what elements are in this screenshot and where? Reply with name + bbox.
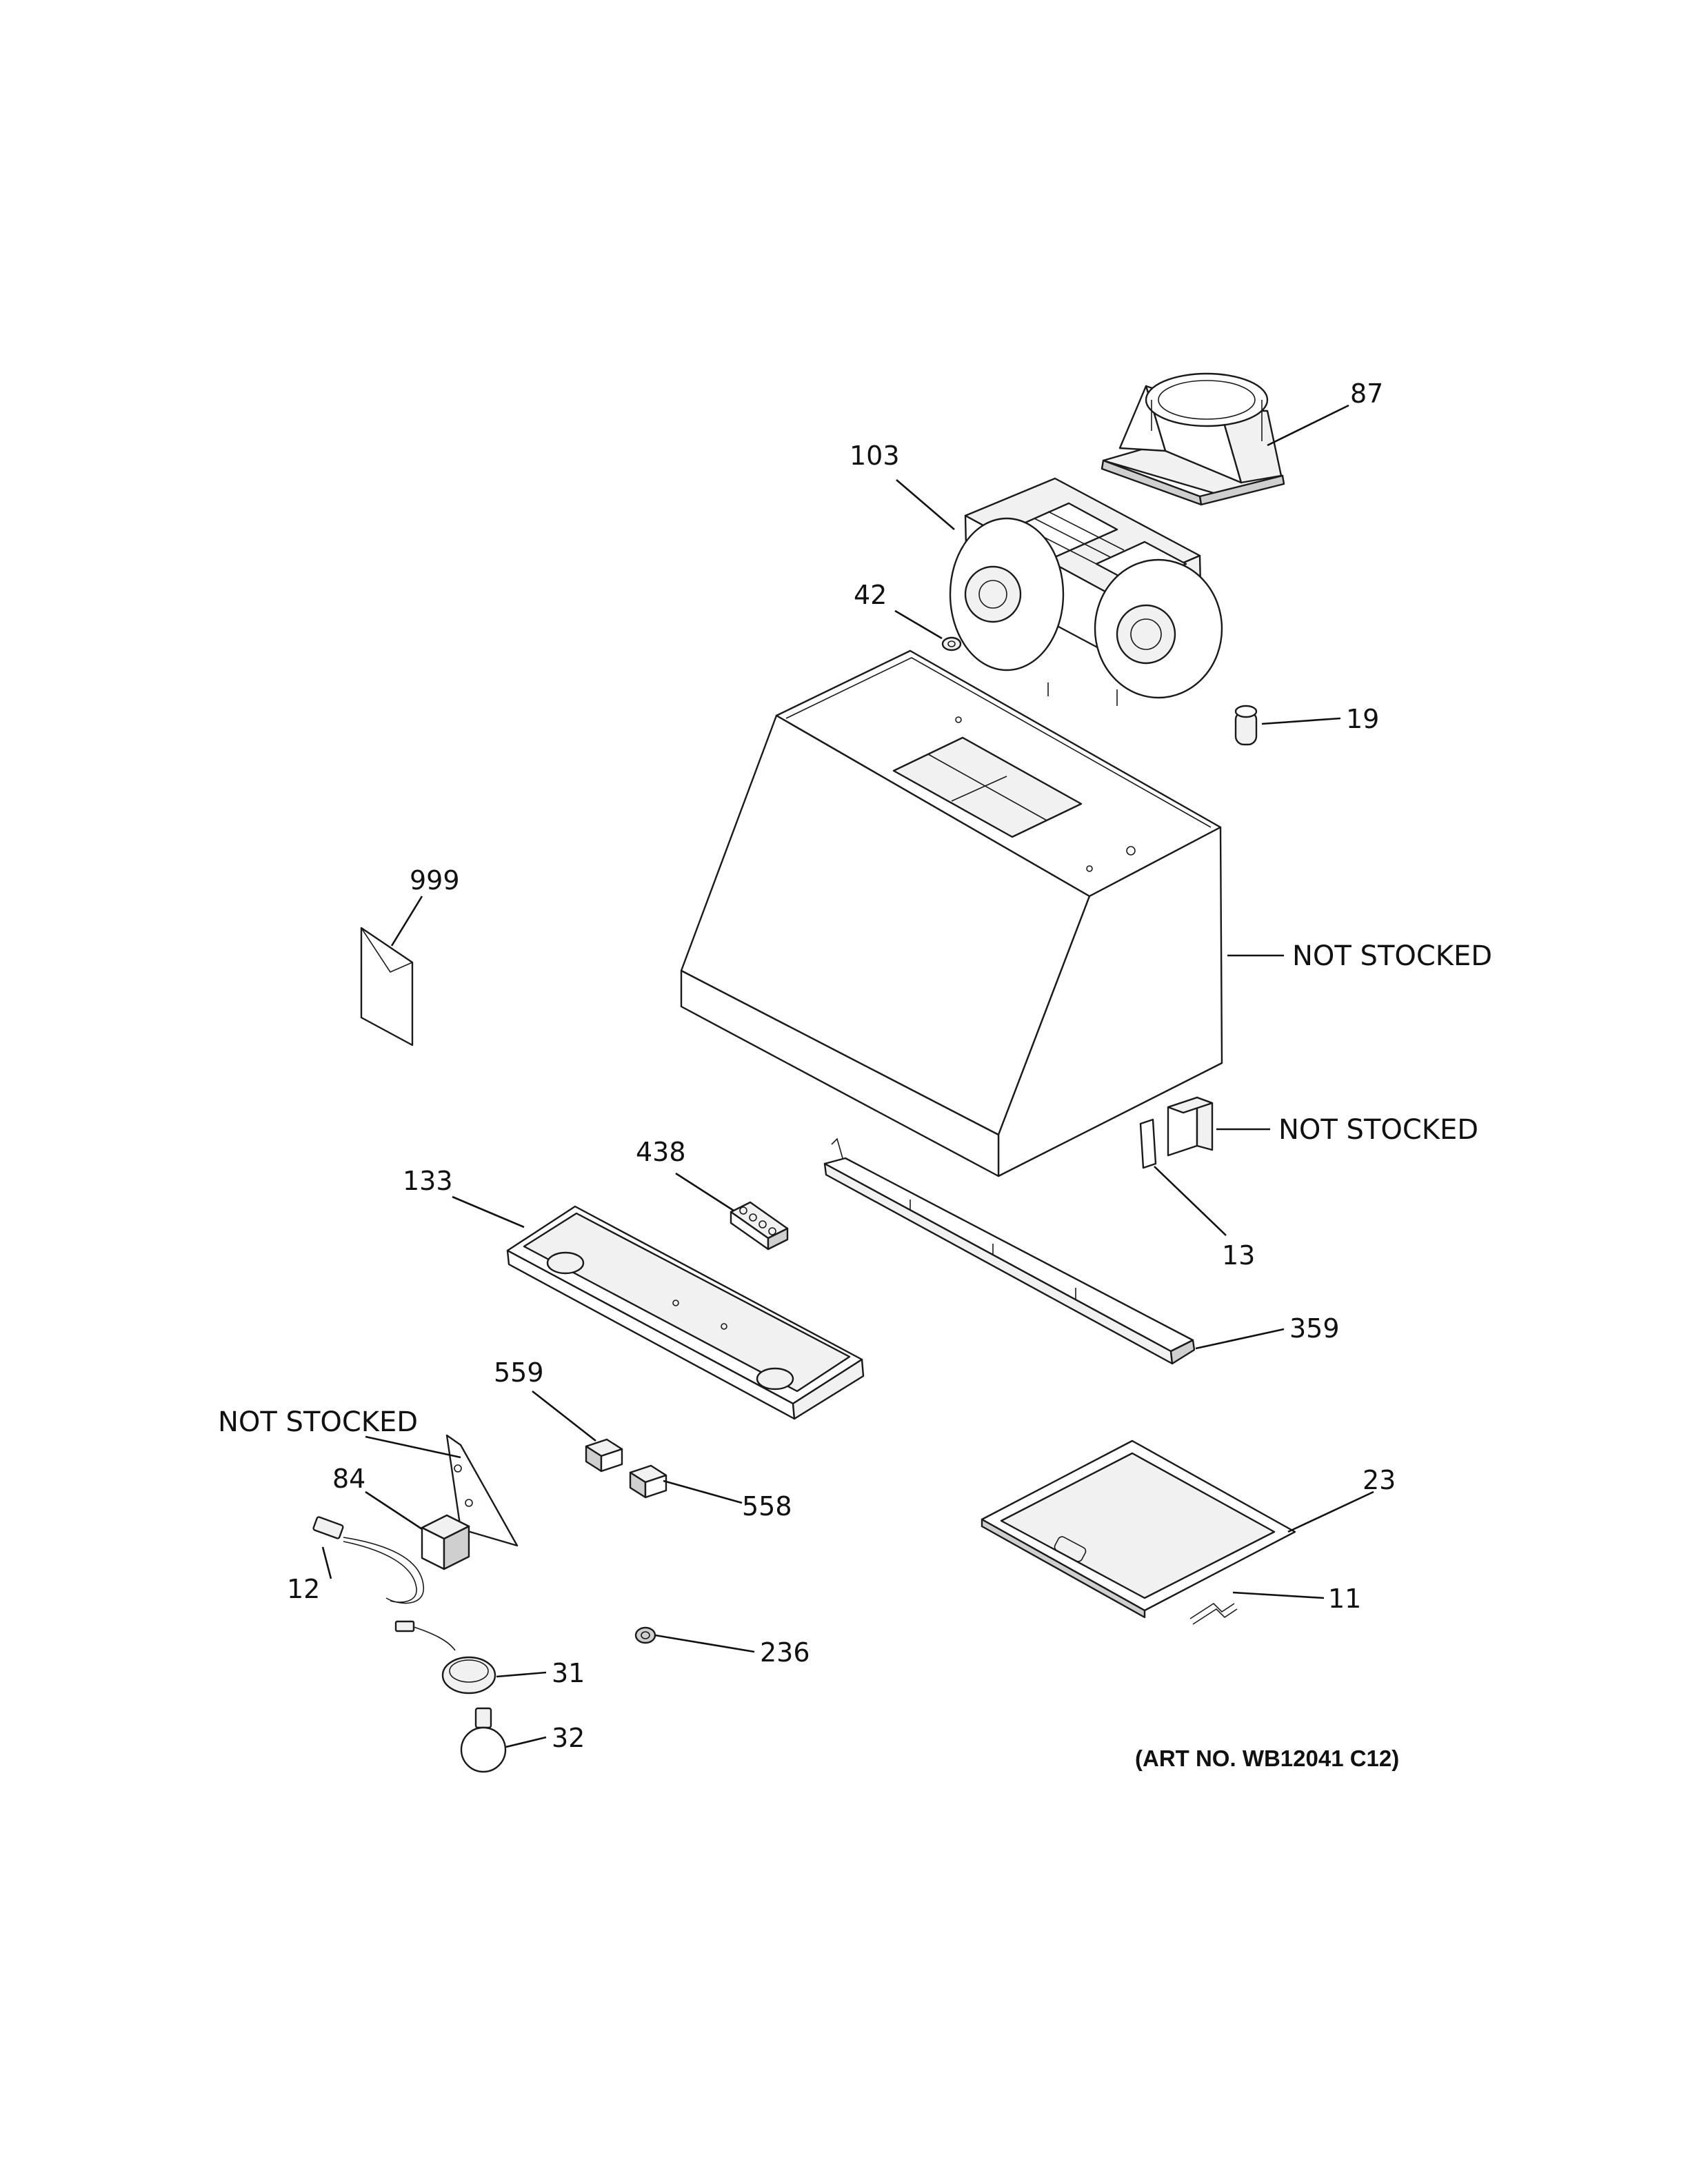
note-box-not-stocked: NOT STOCKED (1278, 1114, 1478, 1146)
callout-359: 359 (1289, 1313, 1340, 1344)
part-31-lamp-socket (394, 1620, 496, 1695)
part-11-filter-clip (1189, 1602, 1238, 1625)
callout-438: 438 (636, 1137, 686, 1167)
callout-19: 19 (1346, 704, 1379, 734)
part-103-blower-assembly (949, 477, 1223, 706)
callout-12: 12 (287, 1574, 320, 1604)
callout-558: 558 (742, 1491, 792, 1521)
callout-32: 32 (552, 1723, 585, 1753)
callout-13: 13 (1222, 1240, 1255, 1271)
callout-103: 103 (850, 441, 900, 471)
art-number: (ART NO. WB12041 C12) (1135, 1746, 1399, 1771)
part-13-box-cover (1139, 1118, 1157, 1169)
callout-11: 11 (1328, 1584, 1361, 1614)
part-42-nut (941, 636, 962, 651)
hood-body (680, 649, 1223, 1177)
part-32-light-bulb (460, 1707, 507, 1773)
callout-42: 42 (854, 580, 887, 610)
part-84-transformer (421, 1514, 470, 1570)
part-559-switch (585, 1438, 623, 1473)
note-bracket-not-stocked: NOT STOCKED (218, 1406, 418, 1438)
part-12-wire-harness (312, 1516, 424, 1604)
mounting-bracket (445, 1434, 519, 1547)
callout-23: 23 (1363, 1465, 1396, 1495)
callout-87: 87 (1350, 378, 1383, 409)
callout-31: 31 (552, 1658, 585, 1688)
callout-84: 84 (332, 1464, 365, 1494)
part-359-front-rail (823, 1138, 1196, 1365)
callout-999: 999 (410, 865, 460, 896)
callout-133: 133 (403, 1166, 453, 1196)
note-hood-not-stocked: NOT STOCKED (1292, 940, 1492, 972)
part-19-capacitor (1234, 705, 1258, 746)
part-558-switch (629, 1464, 667, 1499)
part-23-grease-filter (981, 1439, 1296, 1619)
part-999-literature (360, 927, 414, 1046)
callout-236: 236 (760, 1637, 810, 1668)
leader-lines (321, 404, 1374, 1748)
junction-box (1167, 1096, 1214, 1157)
part-438-terminal-block (730, 1201, 789, 1251)
part-236-strain-relief (634, 1626, 656, 1644)
part-133-light-housing (506, 1205, 865, 1420)
callout-labels: 87 103 42 19 999 NOT STOCKED NOT STOCKED… (218, 378, 1492, 1771)
callout-559: 559 (494, 1357, 544, 1388)
part-87-duct-transition (1101, 372, 1285, 506)
